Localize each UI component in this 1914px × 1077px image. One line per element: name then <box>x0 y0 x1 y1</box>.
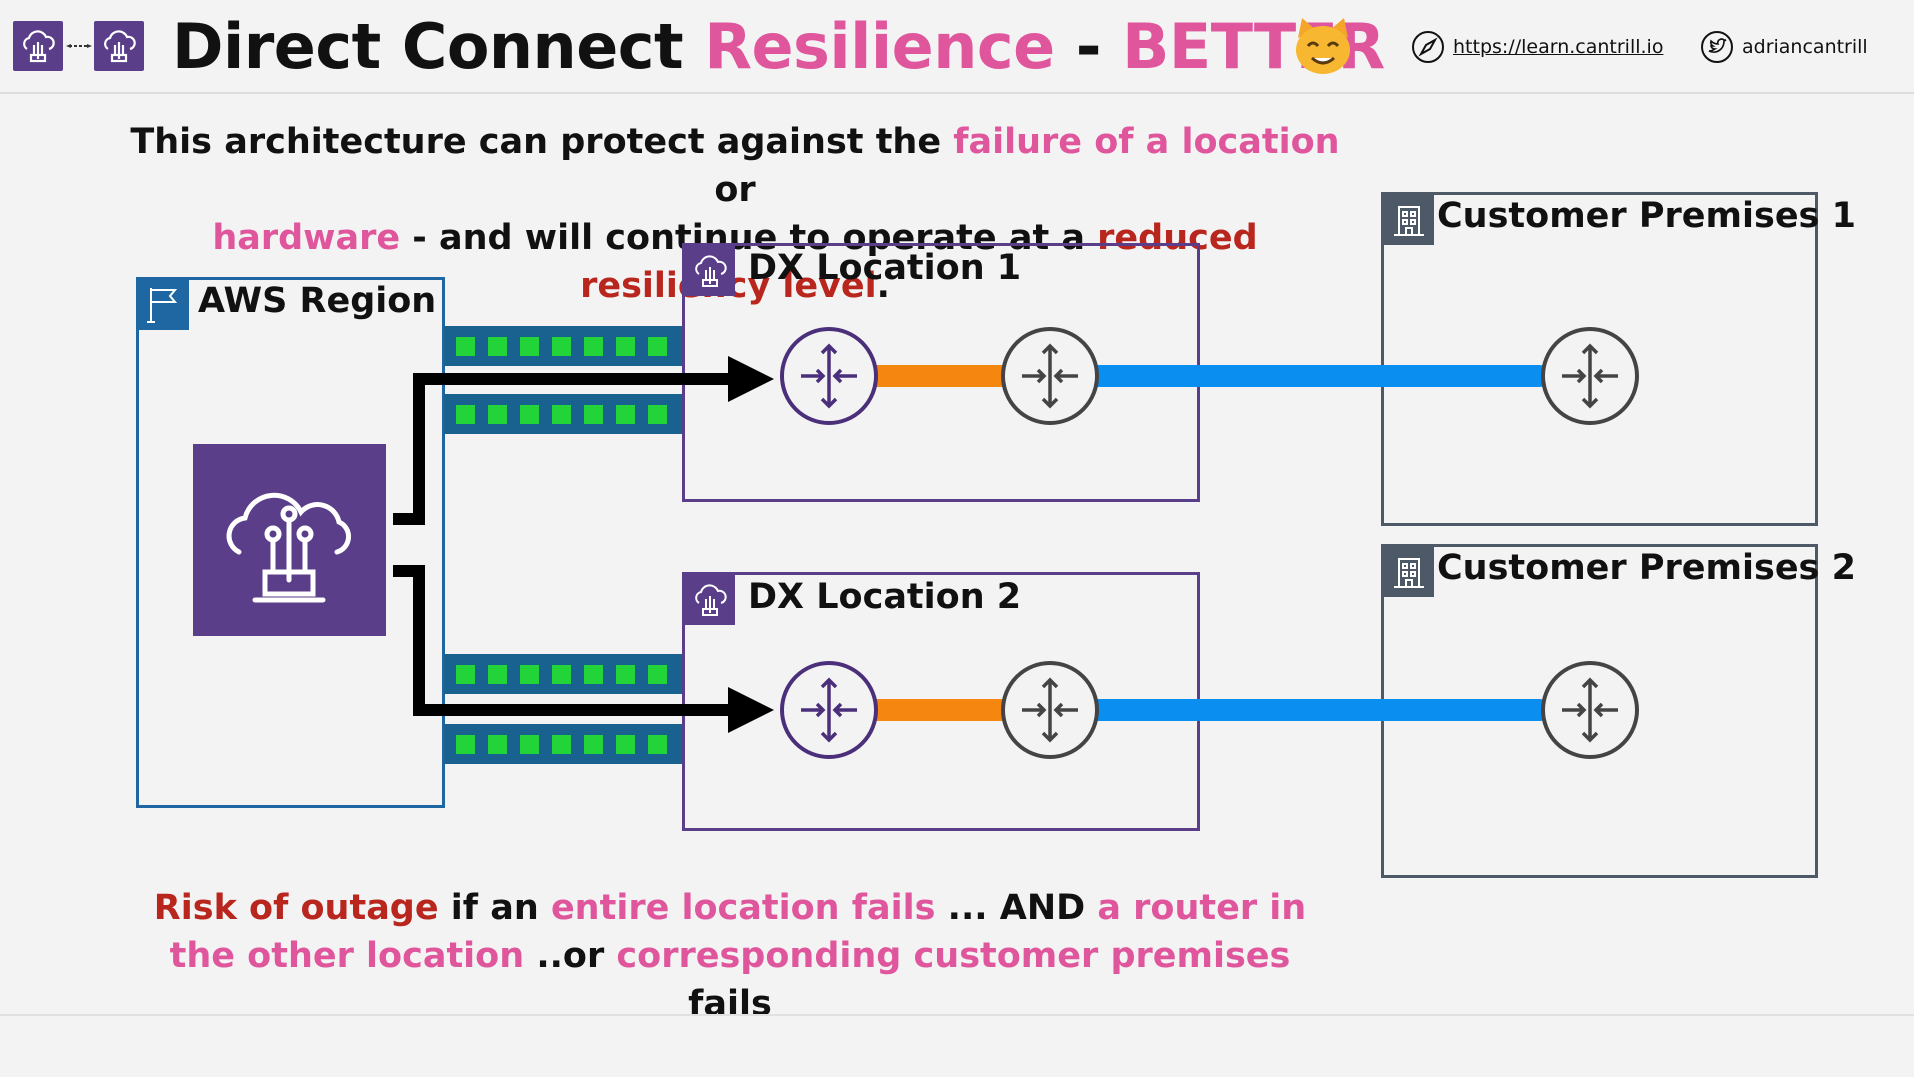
compass-icon <box>1412 31 1444 63</box>
intro-segment: or <box>714 170 756 210</box>
dx-location-1-label: DX Location 1 <box>748 248 1022 288</box>
direct-connect-gateway-icon <box>193 444 386 636</box>
footer-segment: if an <box>438 888 551 928</box>
twitter-bird-icon <box>1701 31 1733 63</box>
direct-connect-icon <box>685 246 735 296</box>
arrow-line <box>393 565 740 716</box>
footer-segment: fails <box>688 984 772 1024</box>
router-icon <box>780 327 878 425</box>
arrow-icon <box>728 356 774 402</box>
title-text: Direct Connect <box>172 10 705 83</box>
direct-connect-icon <box>13 21 63 71</box>
dx-port-stack <box>444 654 682 694</box>
dx-port-stack <box>444 724 682 764</box>
region-flag-icon <box>139 280 189 330</box>
building-icon <box>1384 195 1434 245</box>
arrow-icon <box>728 687 774 733</box>
dx-port-stack <box>444 394 682 434</box>
page-title: Direct Connect Resilience - BETTER <box>172 10 1385 83</box>
intro-segment: This architecture can protect against th… <box>130 122 954 162</box>
dx-port-stack <box>444 326 682 366</box>
router-icon <box>1001 661 1099 759</box>
intro-highlight: failure of a location <box>953 122 1340 162</box>
customer-premises-1-label: Customer Premises 1 <box>1437 196 1856 236</box>
intro-segment: . <box>876 266 890 306</box>
customer-premises-1-box <box>1381 192 1818 526</box>
footer-highlight: a router in the other location <box>169 888 1307 976</box>
aws-region-box <box>136 277 445 808</box>
router-icon <box>1001 327 1099 425</box>
dx-location-2-label: DX Location 2 <box>748 577 1022 617</box>
direct-connect-icon <box>94 21 144 71</box>
intro-segment: - and will continue to operate at a <box>400 218 1098 258</box>
footer-highlight: corresponding customer premises <box>616 936 1291 976</box>
direct-connect-icon <box>685 575 735 625</box>
footer-segment: ... AND <box>935 888 1098 928</box>
twitter-link[interactable]: adriancantrill <box>1700 30 1868 64</box>
title-highlight: Resilience <box>704 10 1055 83</box>
bidirectional-arrow-icon <box>66 44 92 48</box>
cat-emoji-icon <box>1296 18 1350 74</box>
website-url[interactable]: https://learn.cantrill.io <box>1453 36 1664 58</box>
router-icon <box>1541 327 1639 425</box>
router-icon <box>780 661 878 759</box>
customer-premises-2-label: Customer Premises 2 <box>1437 548 1856 588</box>
header-bar: Direct Connect Resilience - BETTER https… <box>0 0 1914 94</box>
aws-region-label: AWS Region <box>198 281 437 321</box>
divider <box>0 1014 1914 1016</box>
intro-highlight: hardware <box>212 218 401 258</box>
building-icon <box>1384 547 1434 597</box>
twitter-handle[interactable]: adriancantrill <box>1742 36 1868 58</box>
footer-risk-text: Risk of outage if an entire location fai… <box>150 884 1310 1028</box>
router-icon <box>1541 661 1639 759</box>
title-separator: - <box>1054 10 1123 83</box>
website-link[interactable]: https://learn.cantrill.io <box>1411 30 1663 64</box>
footer-segment: ..or <box>524 936 617 976</box>
arrow-line <box>393 373 740 525</box>
footer-highlight: entire location fails <box>550 888 936 928</box>
footer-emphasis: Risk of outage <box>153 888 439 928</box>
